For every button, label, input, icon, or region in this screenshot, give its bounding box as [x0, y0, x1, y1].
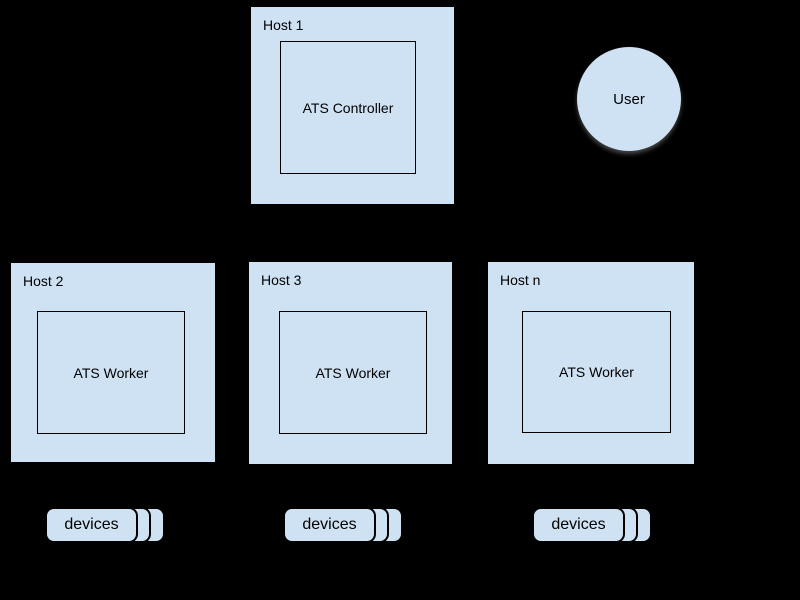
ats-controller-box: ATS Controller [280, 41, 416, 174]
ats-worker-label: ATS Worker [315, 364, 391, 381]
host-n-label: Host n [500, 272, 541, 288]
host-n-box: Host n ATS Worker [487, 261, 695, 465]
host-2-label: Host 2 [23, 273, 64, 289]
devices-card-front: devices [532, 507, 625, 543]
host-1-box: Host 1 ATS Controller [250, 6, 455, 205]
devices-card-front: devices [45, 507, 138, 543]
host-1-label: Host 1 [263, 17, 304, 33]
ats-worker-box-2: ATS Worker [279, 311, 427, 434]
user-circle: User [577, 47, 681, 151]
devices-stack-2: devices [283, 507, 405, 545]
ats-worker-label: ATS Worker [559, 364, 634, 380]
devices-stack-1: devices [45, 507, 167, 545]
host-3-label: Host 3 [261, 272, 302, 288]
devices-stack-3: devices [532, 507, 654, 545]
ats-worker-box-1: ATS Worker [37, 311, 185, 434]
user-label: User [613, 90, 645, 108]
devices-label: devices [302, 516, 357, 533]
host-2-box: Host 2 ATS Worker [10, 262, 216, 463]
ats-worker-label: ATS Worker [73, 364, 149, 381]
ats-worker-box-3: ATS Worker [522, 311, 671, 433]
host-3-box: Host 3 ATS Worker [248, 261, 453, 465]
devices-card-front: devices [283, 507, 376, 543]
devices-label: devices [551, 516, 606, 533]
ats-controller-label: ATS Controller [302, 99, 394, 116]
devices-label: devices [64, 516, 119, 533]
